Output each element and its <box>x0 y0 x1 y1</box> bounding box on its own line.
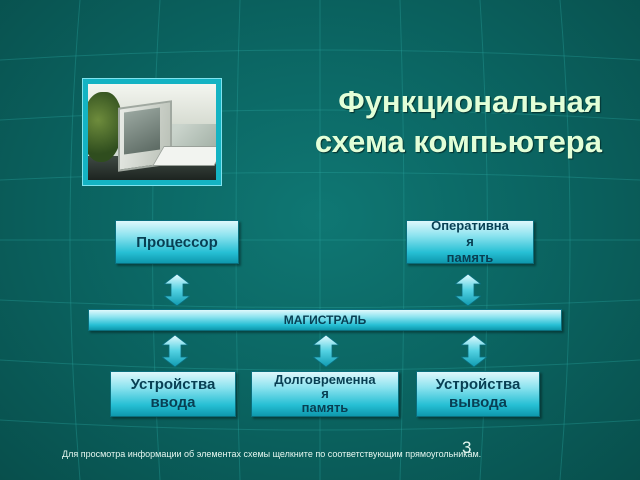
output-devices-box[interactable]: Устройства вывода <box>416 371 540 417</box>
page-number: 3 <box>462 438 472 457</box>
output-bus-arrow-icon <box>461 335 487 367</box>
bus-label: МАГИСТРАЛЬ <box>283 313 367 327</box>
processor-box[interactable]: Процессор <box>115 220 239 264</box>
footnote-text: Для просмотра информации об элементах сх… <box>62 449 482 459</box>
processor-bus-arrow-icon <box>164 274 190 306</box>
input-label-line-1: Устройства <box>130 376 216 393</box>
input-label-line-2: ввода <box>150 394 196 411</box>
storage-box[interactable]: Долговременна я память <box>251 371 399 417</box>
computer-photo-frame <box>82 78 222 186</box>
output-label-line-2: вывода <box>449 394 507 411</box>
output-label-line-1: Устройства <box>435 376 521 393</box>
storage-label-line-2: я <box>321 386 329 401</box>
computer-photo <box>88 84 216 180</box>
input-bus-arrow-icon <box>162 335 188 367</box>
title-line-1: Функциональная <box>338 84 602 119</box>
storage-label-line-3: память <box>301 400 349 415</box>
slide-title: Функциональная схема компьютера <box>222 82 602 162</box>
ram-bus-arrow-icon <box>455 274 481 306</box>
title-line-2: схема компьютера <box>314 124 602 159</box>
ram-box[interactable]: Оперативна я память <box>406 218 534 265</box>
ram-label-line-3: память <box>446 250 494 265</box>
storage-bus-arrow-icon <box>313 335 339 367</box>
processor-label: Процессор <box>136 233 218 251</box>
ram-label-line-2: я <box>466 234 474 249</box>
storage-label-line-1: Долговременна <box>274 372 376 387</box>
input-devices-box[interactable]: Устройства ввода <box>110 371 236 417</box>
bus-box[interactable]: МАГИСТРАЛЬ <box>88 309 562 331</box>
ram-label-line-1: Оперативна <box>431 218 509 233</box>
